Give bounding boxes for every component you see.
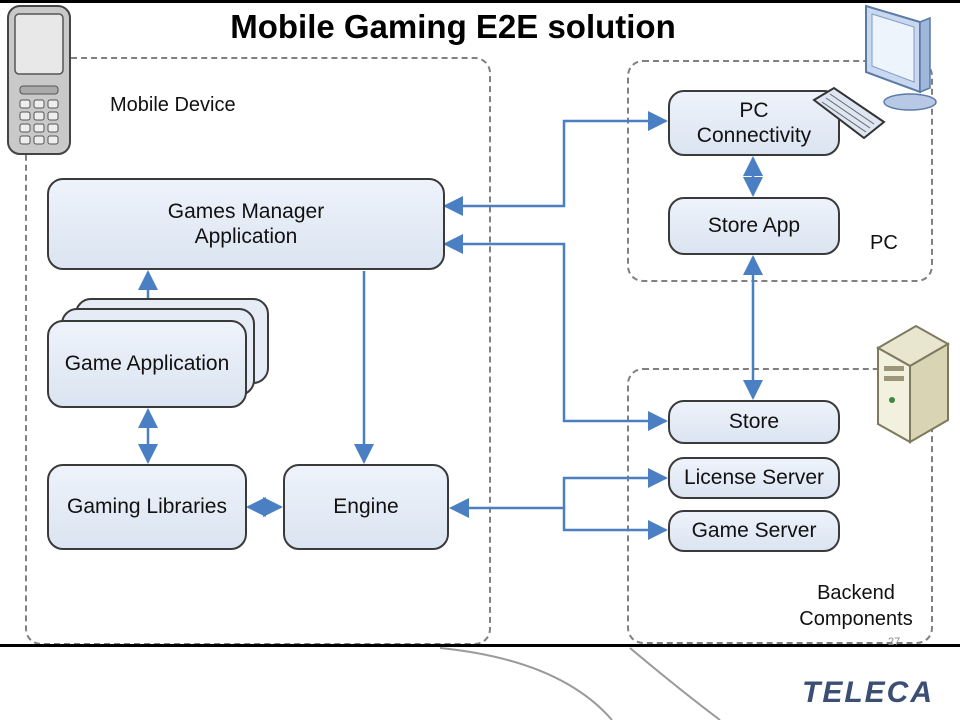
pc-connectivity-line2: Connectivity [696,124,812,147]
mobile-device-label: Mobile Device [110,94,236,116]
arrow-gm-pcconn [443,111,668,216]
store-box: Store [668,400,840,444]
teleca-logo: TELECA [802,676,934,709]
slide-title: Mobile Gaming E2E solution [230,8,676,45]
store-app-box: Store App [668,197,840,255]
arrow-engine-servers [449,468,668,518]
pc-label: PC [870,232,898,254]
bottom-divider [0,644,960,647]
pc-connectivity-box: PC Connectivity [668,90,840,156]
keyboard-icon [812,86,886,140]
mobile-phone-icon [7,5,71,155]
game-server-box: Game Server [668,510,840,552]
page-number: 27 [888,636,901,648]
backend-label-line1: Backend [817,582,895,604]
arrow-gm-store [443,234,668,431]
engine-box: Engine [283,464,449,550]
server-icon [875,324,951,444]
pc-connectivity-line1: PC [739,98,769,122]
game-application-box: Game Application [47,320,247,408]
arrow-engine-gameserver [562,508,668,540]
gaming-libraries-box: Gaming Libraries [47,464,247,550]
games-manager-box: Games Manager Application [47,178,445,270]
top-divider [0,0,960,3]
license-server-box: License Server [668,457,840,499]
games-manager-line2: Application [194,225,298,248]
backend-label-line2: Components [799,608,913,630]
backend-label: Backend Components [796,580,916,632]
pc-monitor-icon [865,4,937,111]
games-manager-line1: Games Manager [167,199,325,223]
